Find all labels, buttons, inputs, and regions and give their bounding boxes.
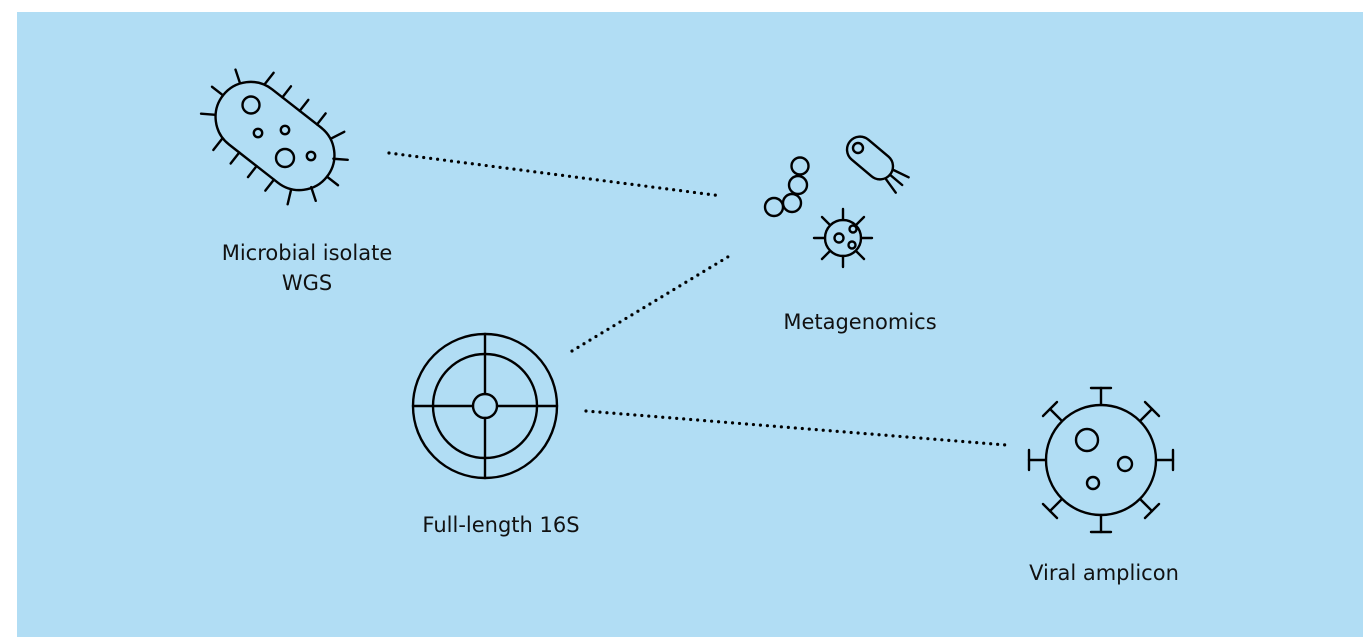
- connector-isolate-metagenomics: [387, 151, 724, 198]
- target-icon: [411, 332, 559, 480]
- full-length-16s-label: Full-length 16S: [422, 513, 580, 537]
- connector-16s-metagenomics: [570, 253, 733, 353]
- diagram-background: [17, 12, 1363, 637]
- microbial-isolate-label: Microbial isolate WGS: [172, 238, 442, 298]
- microbial-isolate-label-line-2: WGS: [281, 271, 333, 295]
- viral-amplicon-label: Viral amplicon: [1029, 561, 1179, 585]
- microbial-isolate-label-line-1: Microbial isolate: [221, 241, 393, 265]
- metagenomics-label: Metagenomics: [783, 310, 937, 334]
- connector-16s-viral: [584, 409, 1008, 447]
- microbial-community-icon: [763, 135, 910, 269]
- bacterium-icon: [199, 68, 349, 206]
- virus-icon: [1027, 386, 1175, 534]
